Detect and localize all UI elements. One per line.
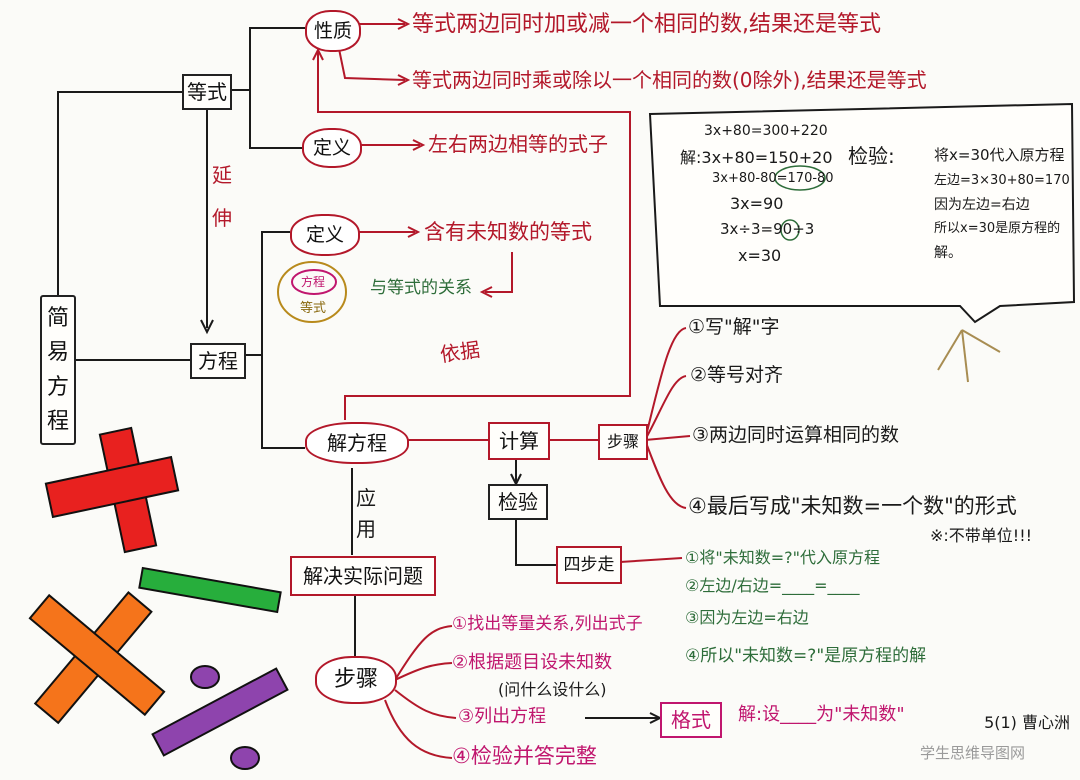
extend-label: 延 伸 <box>212 165 232 229</box>
four-step-4: ④所以"未知数=?"是原方程的解 <box>685 646 927 666</box>
equality-definition-text: 左右两边相等的式子 <box>428 132 608 156</box>
four-steps-node: 四步走 <box>556 546 622 584</box>
four-step-1: ①将"未知数=?"代入原方程 <box>685 548 880 567</box>
practical-steps-node: 步骤 <box>315 656 397 704</box>
equation-definition-node: 定义 <box>290 214 360 256</box>
property-node: 性质 <box>305 10 361 52</box>
root-node: 简 易 方 程 <box>40 295 76 445</box>
property-item-2: 等式两边同时乘或除以一个相同的数(0除外),结果还是等式 <box>412 68 927 92</box>
equality-definition-node: 定义 <box>302 128 362 168</box>
practical-step-1: ①找出等量关系,列出式子 <box>452 614 643 634</box>
format-text: 解:设____为"未知数" <box>738 704 905 725</box>
relation-outer-label: 等式 <box>300 301 327 316</box>
example-check-line-3: 因为左边=右边 <box>934 197 1030 213</box>
solve-step-4: ④最后写成"未知数=一个数"的形式 <box>688 494 1017 518</box>
relation-inner-label: 方程 <box>301 275 326 289</box>
example-line-4: 3x=90 <box>730 194 784 213</box>
apply-char-1: 应 <box>356 486 376 510</box>
solve-node: 解方程 <box>305 422 409 464</box>
solve-steps-node: 步骤 <box>598 424 648 460</box>
example-line-5: 3x÷3=90÷3 <box>720 220 815 238</box>
practical-step-4: ④检验并答完整 <box>452 744 597 768</box>
check-node: 检验 <box>488 484 548 520</box>
solve-step-3: ③两边同时运算相同的数 <box>692 424 900 446</box>
example-line-1: 3x+80=300+220 <box>704 123 828 139</box>
apply-char-2: 用 <box>356 517 376 541</box>
solve-note: ※:不带单位!!! <box>930 526 1033 545</box>
root-char-3: 方 <box>46 374 69 400</box>
practical-step-2: ②根据题目设未知数 <box>452 652 613 673</box>
example-line-2: 解:3x+80=150+20 <box>680 148 833 167</box>
extend-char-1: 延 <box>212 163 232 187</box>
apply-label: 应 用 <box>356 488 376 540</box>
example-check-line-4: 所以x=30是原方程的 <box>934 221 1061 236</box>
example-line-3: 3x+80-80=170-80 <box>712 171 834 186</box>
basis-label: 依据 <box>438 337 482 367</box>
root-char-4: 程 <box>46 409 69 435</box>
example-line-6: x=30 <box>738 246 782 265</box>
example-check-line-1: 将x=30代入原方程 <box>934 146 1065 164</box>
solve-step-1: ①写"解"字 <box>688 316 780 338</box>
example-check-line-5: 解。 <box>934 245 962 261</box>
compute-node: 计算 <box>488 422 550 460</box>
four-step-2: ②左边/右边=____=____ <box>685 576 860 595</box>
example-check-line-2: 左边=3×30+80=170 <box>934 173 1070 188</box>
practical-step-2-note: (问什么设什么) <box>498 680 607 699</box>
property-item-1: 等式两边同时加或减一个相同的数,结果还是等式 <box>412 12 881 37</box>
root-char-2: 易 <box>46 340 69 366</box>
root-char-1: 简 <box>46 305 69 331</box>
equation-node: 方程 <box>190 343 246 379</box>
equality-node: 等式 <box>182 74 232 110</box>
watermark: 学生思维导图网 <box>920 744 1026 762</box>
practical-step-3: ③列出方程 <box>458 706 547 727</box>
signature: 5(1) 曹心洲 <box>984 713 1070 732</box>
relation-text: 与等式的关系 <box>370 278 472 298</box>
extend-char-2: 伸 <box>212 206 232 230</box>
equation-definition-text: 含有未知数的等式 <box>424 220 592 244</box>
solve-step-2: ②等号对齐 <box>690 364 784 386</box>
format-node: 格式 <box>660 702 722 738</box>
practical-node: 解决实际问题 <box>290 556 436 596</box>
example-check-label: 检验: <box>848 144 895 168</box>
four-step-3: ③因为左边=右边 <box>685 608 809 627</box>
